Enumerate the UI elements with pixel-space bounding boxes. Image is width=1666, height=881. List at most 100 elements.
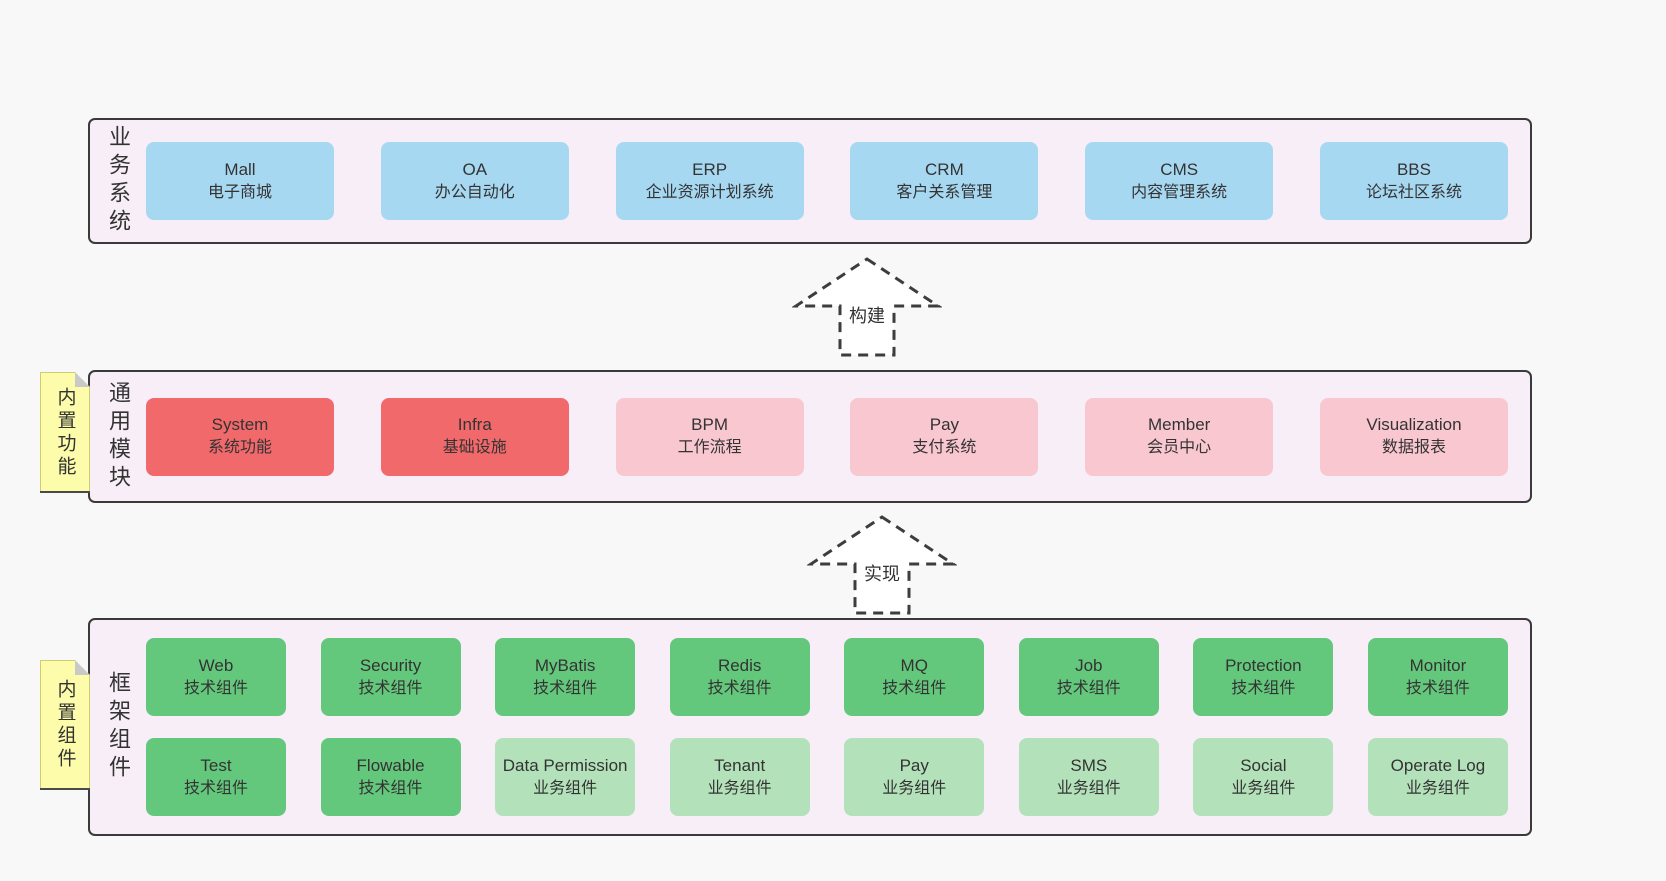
box-web: Web 技术组件 (146, 638, 286, 716)
box-title: Tenant (714, 755, 766, 775)
box-title: Visualization (1366, 415, 1462, 435)
box-subtitle: 业务组件 (1231, 779, 1296, 797)
layer-common-modules: 通用模块 System 系统功能 Infra 基础设施 BPM 工作流程 Pay 支付系统 Me… (88, 370, 1532, 503)
box-title: Pay (929, 415, 960, 435)
arrow-implement-label: 实现 (862, 560, 902, 586)
box-title: Web (198, 655, 234, 675)
box-title: MyBatis (534, 655, 596, 675)
box-redis: Redis 技术组件 (669, 638, 810, 716)
box-subtitle: 客户关系管理 (896, 183, 993, 201)
box-title: Security (359, 655, 422, 675)
box-monitor: Monitor 技术组件 (1367, 638, 1508, 716)
box-title: Member (1148, 415, 1211, 435)
box-crm: CRM 客户关系管理 (850, 142, 1039, 220)
box-subtitle: 支付系统 (912, 439, 977, 457)
box-row: System 系统功能 Infra 基础设施 BPM 工作流程 Pay 支付系统 Member 会… (146, 397, 1508, 476)
box-subtitle: 业务组件 (1405, 779, 1470, 797)
box-title: Social (1240, 755, 1287, 775)
box-title: BPM (691, 415, 729, 435)
box-title: Job (1075, 655, 1103, 675)
box-visualization: Visualization 数据报表 (1319, 397, 1508, 476)
box-title: Mall (224, 159, 256, 179)
layer-rows: Mall 电子商城 OA 办公自动化 ERP 企业资源计划系统 CRM 客户关系管理 CMS 内容… (146, 120, 1508, 242)
box-pay: Pay 业务组件 (844, 738, 985, 816)
box-system: System 系统功能 (146, 397, 334, 476)
box-title: MQ (900, 655, 928, 675)
box-operate-log: Operate Log 业务组件 (1367, 738, 1508, 816)
box-subtitle: 技术组件 (533, 679, 598, 697)
box-subtitle: 工作流程 (677, 439, 742, 457)
box-subtitle: 技术组件 (1405, 679, 1470, 697)
box-data-permission: Data Permission 业务组件 (495, 738, 636, 816)
box-title: Redis (717, 655, 762, 675)
box-subtitle: 企业资源计划系统 (645, 183, 774, 201)
box-title: Operate Log (1390, 755, 1486, 775)
box-title: System (211, 415, 269, 435)
box-subtitle: 技术组件 (1231, 679, 1296, 697)
box-cms: CMS 内容管理系统 (1085, 142, 1274, 220)
box-title: CMS (1160, 159, 1199, 179)
box-subtitle: 数据报表 (1381, 439, 1446, 457)
box-title: SMS (1070, 755, 1108, 775)
layer-rows: System 系统功能 Infra 基础设施 BPM 工作流程 Pay 支付系统 Member 会… (146, 372, 1508, 501)
box-subtitle: 基础设施 (442, 439, 507, 457)
box-bbs: BBS 论坛社区系统 (1319, 142, 1508, 220)
box-row: Mall 电子商城 OA 办公自动化 ERP 企业资源计划系统 CRM 客户关系管理 CMS 内容… (146, 142, 1508, 220)
box-bpm: BPM 工作流程 (615, 397, 804, 476)
box-mybatis: MyBatis 技术组件 (495, 638, 636, 716)
box-subtitle: 系统功能 (207, 439, 272, 457)
layer-side-label: 通用模块 (106, 380, 131, 493)
box-title: ERP (692, 159, 728, 179)
box-sms: SMS 业务组件 (1018, 738, 1159, 816)
box-mq: MQ 技术组件 (844, 638, 985, 716)
sticky-note-built-in-components: 内置组件 (40, 660, 90, 790)
box-title: OA (462, 159, 488, 179)
box-security: Security 技术组件 (320, 638, 461, 716)
box-title: BBS (1396, 159, 1431, 179)
box-subtitle: 业务组件 (533, 779, 598, 797)
box-subtitle: 内容管理系统 (1131, 183, 1228, 201)
layer-business-systems: 业务系统 Mall 电子商城 OA 办公自动化 ERP 企业资源计划系统 CRM 客户关系管理… (88, 118, 1532, 244)
box-pay: Pay 支付系统 (850, 397, 1039, 476)
box-title: Infra (457, 415, 492, 435)
box-infra: Infra 基础设施 (380, 397, 569, 476)
box-social: Social 业务组件 (1193, 738, 1334, 816)
arrow-implement: 实现 (807, 514, 957, 616)
box-title: CRM (925, 159, 964, 179)
layer-side-label: 框架组件 (106, 671, 131, 783)
layer-side-label: 业务系统 (106, 125, 131, 237)
box-title: Flowable (356, 755, 425, 775)
box-title: Protection (1225, 655, 1302, 675)
box-subtitle: 办公自动化 (434, 183, 515, 201)
box-subtitle: 会员中心 (1147, 439, 1212, 457)
box-subtitle: 技术组件 (358, 679, 423, 697)
arrow-build-label: 构建 (847, 302, 887, 328)
box-title: Data Permission (502, 755, 628, 775)
box-mall: Mall 电子商城 (146, 142, 334, 220)
box-member: Member 会员中心 (1085, 397, 1274, 476)
sticky-note-label: 内置组件 (54, 679, 76, 771)
box-subtitle: 业务组件 (707, 779, 772, 797)
box-erp: ERP 企业资源计划系统 (615, 142, 804, 220)
box-subtitle: 电子商城 (207, 183, 272, 201)
box-test: Test 技术组件 (146, 738, 286, 816)
box-subtitle: 论坛社区系统 (1365, 183, 1462, 201)
box-subtitle: 业务组件 (882, 779, 947, 797)
box-title: Test (200, 755, 232, 775)
box-subtitle: 技术组件 (707, 679, 772, 697)
box-title: Monitor (1409, 655, 1467, 675)
box-title: Pay (899, 755, 929, 775)
box-subtitle: 技术组件 (882, 679, 947, 697)
box-protection: Protection 技术组件 (1193, 638, 1334, 716)
sticky-note-built-in-features: 内置功能 (40, 372, 90, 493)
box-oa: OA 办公自动化 (380, 142, 569, 220)
box-subtitle: 技术组件 (183, 779, 248, 797)
box-tenant: Tenant 业务组件 (669, 738, 810, 816)
box-subtitle: 技术组件 (183, 679, 248, 697)
box-subtitle: 业务组件 (1056, 779, 1121, 797)
